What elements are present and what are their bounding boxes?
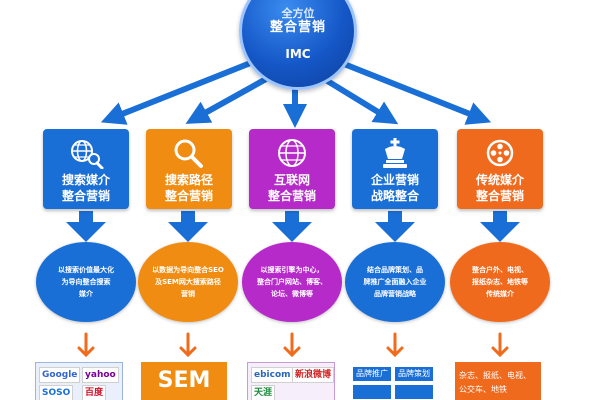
- orange-arrow-col3: [283, 332, 301, 358]
- card-search-media: 搜索媒介 整合营销: [43, 129, 129, 209]
- logo-weibo: 新浪微博: [292, 367, 334, 383]
- chess-king-icon: [352, 137, 438, 169]
- oval-text-line: 牌推广全面融入企业: [363, 278, 427, 286]
- down-arrow-col2: [168, 211, 208, 242]
- card-line-1: 互联网: [273, 173, 310, 187]
- brand-chip: 品牌推广: [352, 366, 392, 382]
- logo-google: Google: [39, 367, 81, 383]
- globe-icon: [249, 137, 335, 169]
- oval-text-line: 营销: [181, 290, 195, 298]
- traditional-line: 公交车、地铁: [459, 385, 507, 394]
- card-enterprise: 企业营销 战略整合: [352, 129, 438, 209]
- down-arrow-col5: [480, 211, 520, 242]
- oval-text-line: 论坛、微博等: [271, 290, 313, 298]
- orange-arrow-col1: [77, 332, 95, 358]
- oval-enterprise: 结合品牌策划、品 牌推广全面融入企业 品牌营销战略: [345, 242, 445, 322]
- oval-internet: 以搜索引擎为中心， 整合门户网站、博客、 论坛、微博等: [242, 242, 342, 322]
- logo-soso: SOSO: [39, 385, 74, 400]
- magnifier-icon: [146, 137, 232, 169]
- oval-text-line: 传统媒介: [486, 290, 514, 298]
- tile-web-logos: ebicom 新浪微博 天涯: [247, 362, 335, 400]
- arrow-hub-to-col1: [100, 57, 260, 125]
- card-line-1: 传统媒介: [475, 173, 524, 187]
- card-line-1: 企业营销: [370, 173, 419, 187]
- card-line-1: 搜索路径: [164, 173, 213, 187]
- globe-search-icon: [43, 137, 129, 169]
- hub-subtitle: IMC: [285, 47, 311, 61]
- oval-text-line: 为导向整合搜索: [61, 278, 111, 286]
- tile-brand: 品牌推广 品牌策划: [350, 362, 436, 400]
- oval-traditional: 整合户外、电视、 报纸杂志、地铁等 传统媒介: [450, 242, 550, 322]
- oval-text-line: 及SEM网大搜索路径: [155, 278, 221, 286]
- oval-text-line: 整合户外、电视、: [472, 266, 528, 274]
- tile-traditional: 杂志、报纸、电视、 公交车、地铁: [455, 362, 541, 400]
- oval-text-line: 以数据为导向整合SEO: [152, 266, 224, 274]
- tile-sem: SEM: [141, 362, 227, 400]
- orange-arrow-col5: [491, 332, 509, 358]
- hub-small-text: 全方位: [281, 7, 315, 20]
- card-line-1: 搜索媒介: [61, 173, 110, 187]
- arrow-hub-to-col5: [332, 57, 492, 125]
- oval-text-line: 整合门户网站、博客、: [257, 278, 327, 286]
- logo-yahoo: yahoo: [82, 367, 119, 383]
- logo-ebicom: ebicom: [251, 367, 294, 383]
- brand-chip: [352, 384, 392, 400]
- tile-search-logos: Google yahoo SOSO 百度: [35, 362, 123, 400]
- card-internet: 互联网 整合营销: [249, 129, 335, 209]
- orange-arrow-col4: [386, 332, 404, 358]
- down-arrow-col3: [272, 211, 312, 242]
- down-arrow-col4: [375, 211, 415, 242]
- traditional-line: 杂志、报纸、电视、: [459, 371, 531, 380]
- oval-search-path: 以数据为导向整合SEO 及SEM网大搜索路径 营销: [138, 242, 238, 322]
- hub-title: 整合营销: [269, 20, 326, 35]
- oval-text-line: 报纸杂志、地铁等: [472, 278, 528, 286]
- oval-search-media: 以搜索价值最大化 为导向整合搜索 媒介: [36, 242, 136, 322]
- brand-chip: 品牌策划: [394, 366, 434, 382]
- brand-chip: [394, 384, 434, 400]
- card-line-2: 整合营销: [475, 189, 524, 203]
- card-line-2: 整合营销: [61, 189, 110, 203]
- arrow-hub-to-col2: [185, 71, 277, 124]
- logo-baidu: 百度: [82, 385, 107, 400]
- oval-text-line: 结合品牌策划、品: [367, 266, 423, 274]
- card-traditional: 传统媒介 整合营销: [457, 129, 543, 209]
- orange-arrow-col2: [179, 332, 197, 358]
- oval-text-line: 媒介: [79, 290, 93, 298]
- sem-label: SEM: [157, 368, 211, 393]
- logo-tianya: 天涯: [251, 385, 276, 400]
- down-arrow-col1: [66, 211, 106, 242]
- card-line-2: 整合营销: [164, 189, 213, 203]
- oval-text-line: 以搜索价值最大化: [58, 266, 114, 274]
- card-search-path: 搜索路径 整合营销: [146, 129, 232, 209]
- film-reel-icon: [457, 137, 543, 169]
- card-line-2: 战略整合: [370, 189, 419, 203]
- oval-text-line: 品牌营销战略: [374, 290, 416, 298]
- oval-text-line: 以搜索引擎为中心，: [260, 266, 324, 274]
- card-line-2: 整合营销: [267, 189, 316, 203]
